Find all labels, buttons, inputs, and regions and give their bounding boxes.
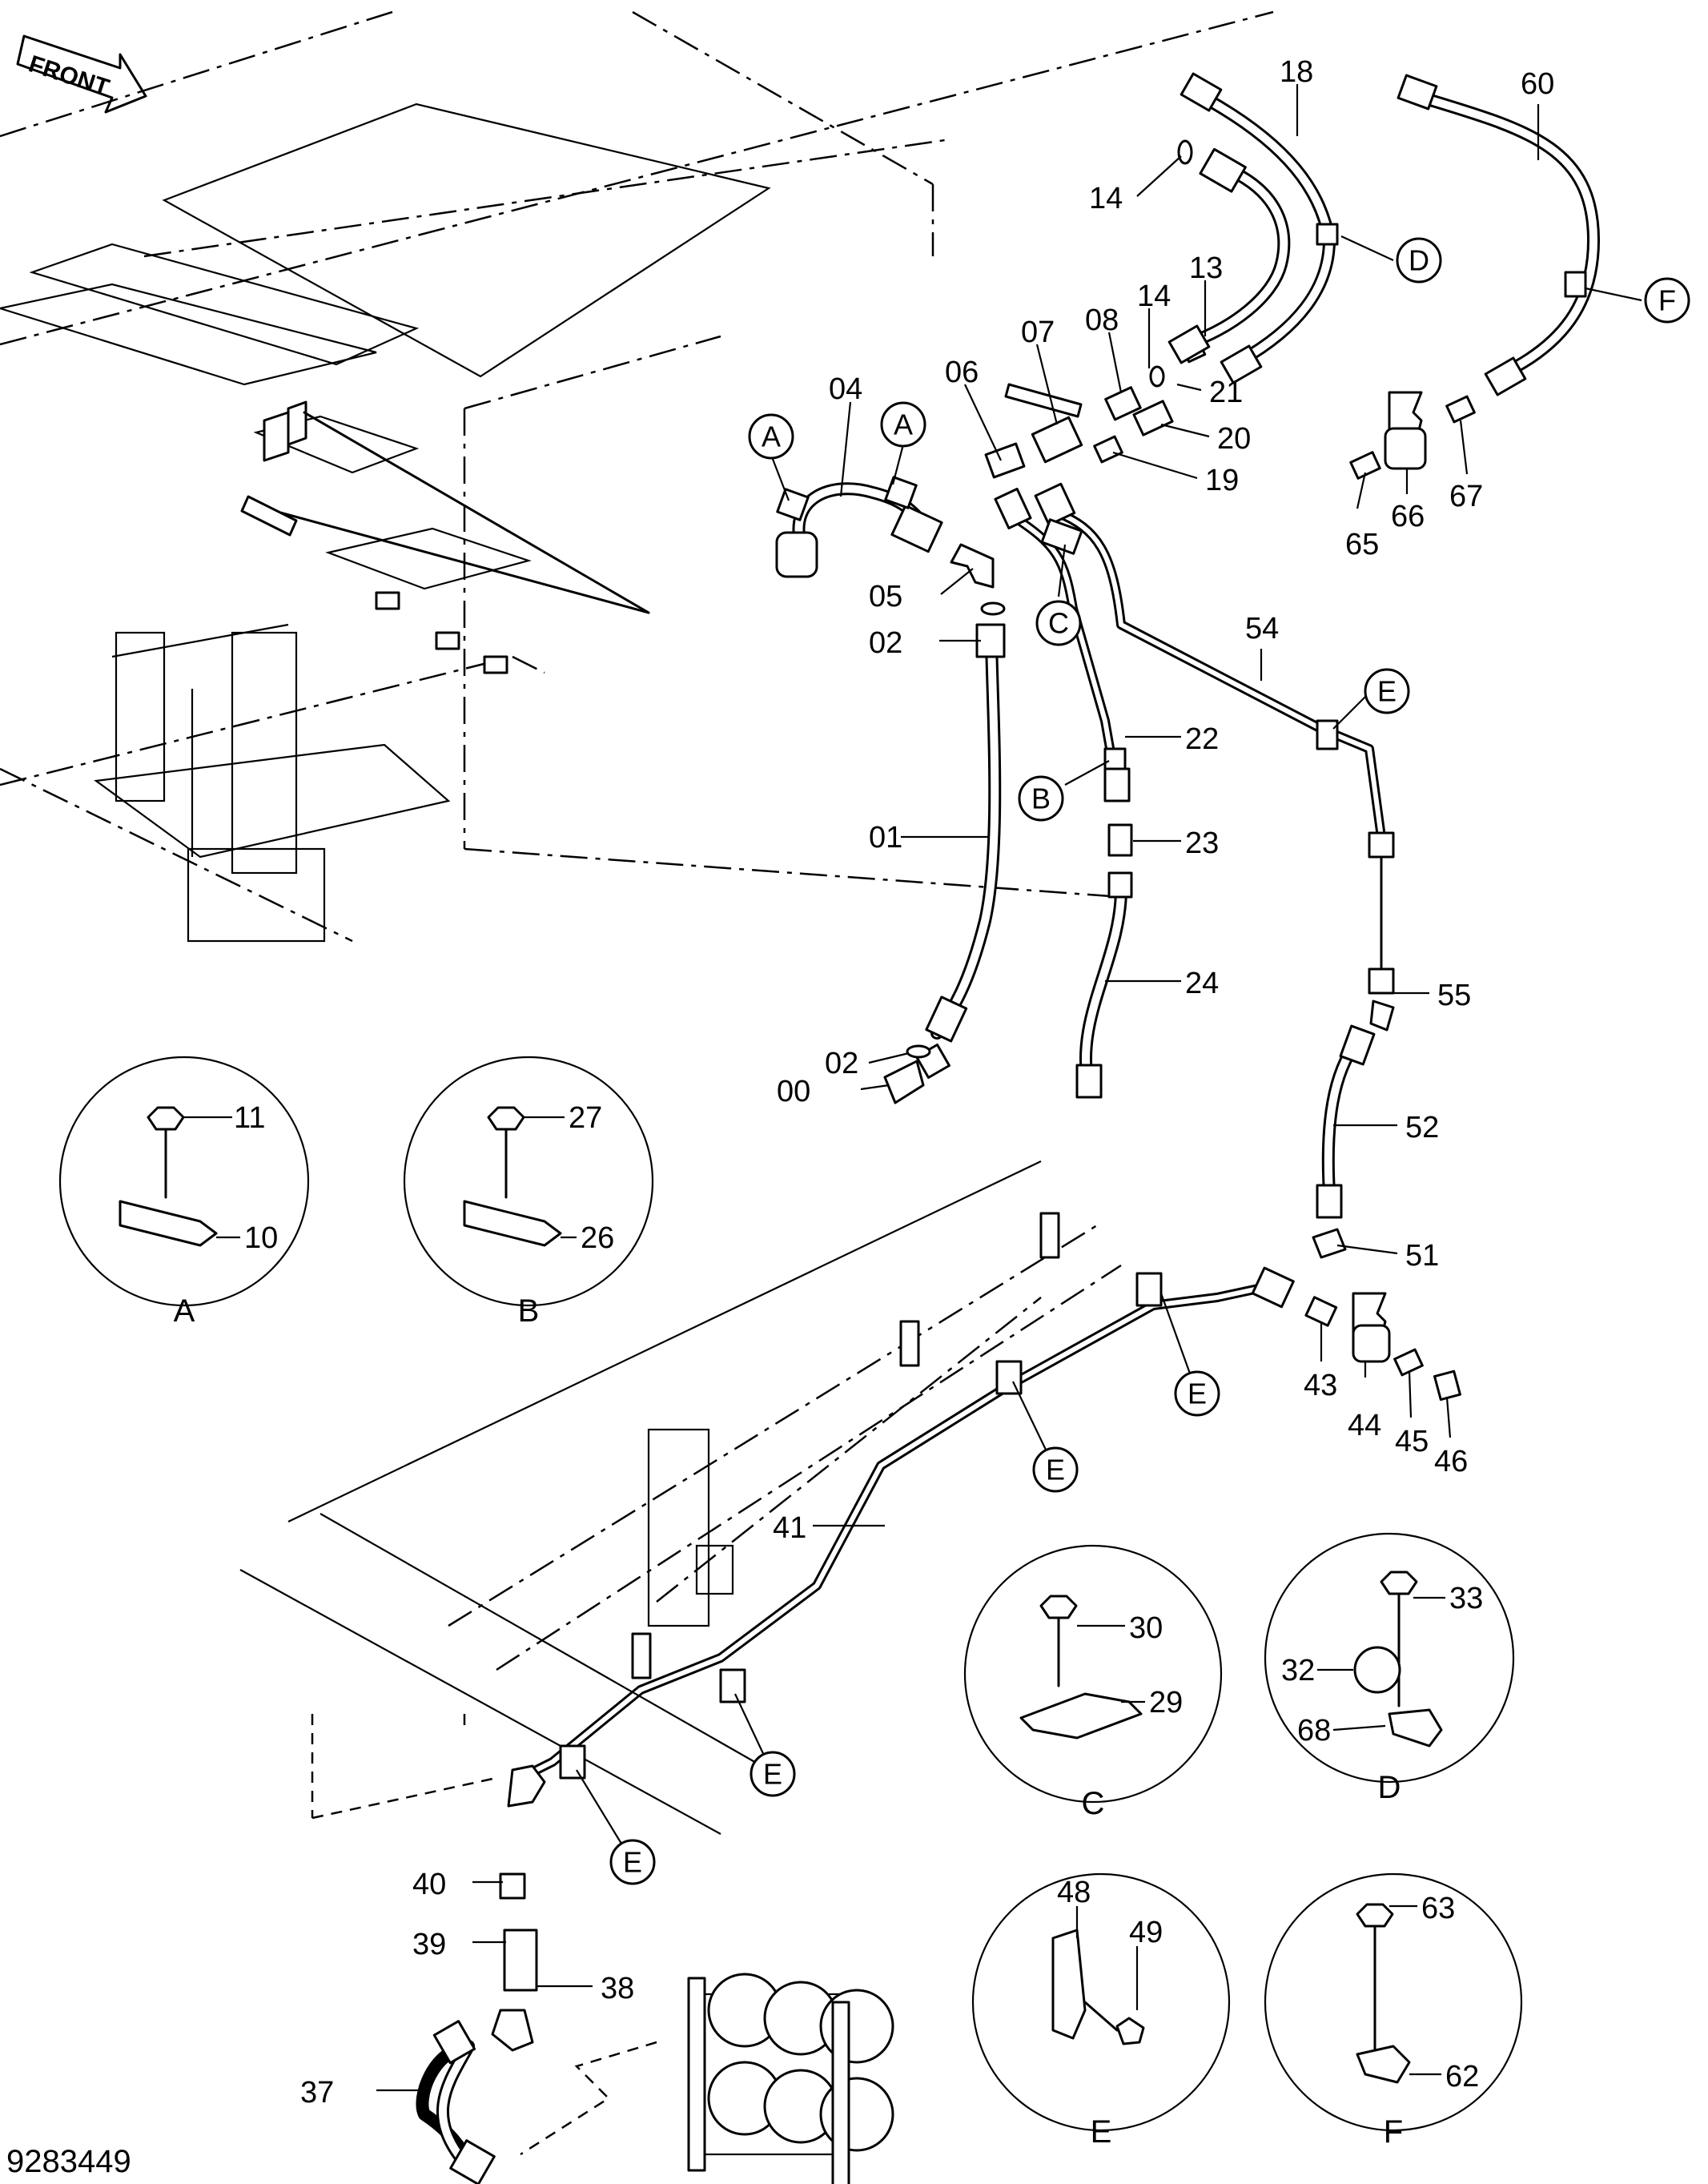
svg-text:E: E <box>763 1758 782 1791</box>
detail-f-caption: F <box>1384 2114 1403 2150</box>
fittings <box>432 72 1527 2184</box>
detail-e: 48 49 E <box>971 1872 1231 2150</box>
label-05: 05 <box>869 580 902 613</box>
upper-frame-structure <box>0 10 1274 943</box>
label-41: 41 <box>773 1511 806 1545</box>
label-04: 04 <box>829 372 862 406</box>
label-67: 67 <box>1449 480 1483 513</box>
label-14-lower: 14 <box>1137 280 1171 313</box>
detail-a-label-2: 10 <box>244 1221 278 1255</box>
bubble-c1: C <box>1035 600 1082 646</box>
detail-f: 63 62 F <box>1264 1872 1523 2150</box>
label-19: 19 <box>1205 464 1239 497</box>
detail-d-caption: D <box>1378 1770 1401 1805</box>
label-21: 21 <box>1209 376 1243 409</box>
label-13: 13 <box>1189 251 1223 285</box>
detail-f-label-2: 62 <box>1445 2060 1479 2094</box>
label-60: 60 <box>1521 67 1554 101</box>
label-55: 55 <box>1437 979 1471 1012</box>
label-65: 65 <box>1345 528 1379 561</box>
svg-text:B: B <box>1031 782 1051 815</box>
label-20: 20 <box>1217 422 1251 456</box>
detail-d-label-2: 32 <box>1281 1654 1315 1687</box>
svg-text:A: A <box>894 408 913 441</box>
label-00: 00 <box>777 1075 810 1108</box>
detail-d-label-1: 33 <box>1449 1582 1483 1615</box>
label-24: 24 <box>1185 967 1219 1000</box>
front-arrow: FRONT <box>16 34 147 114</box>
label-22: 22 <box>1185 722 1219 756</box>
svg-text:E: E <box>1046 1454 1065 1486</box>
detail-e-label-2: 49 <box>1129 1916 1163 1949</box>
bubble-e5: E <box>609 1839 656 1885</box>
detail-f-label-1: 63 <box>1421 1892 1455 1925</box>
svg-text:C: C <box>1048 607 1069 640</box>
clamps <box>559 223 1587 1780</box>
bubble-a1: A <box>748 413 794 460</box>
callout-labels: 04 06 07 08 14 13 18 60 14 21 20 19 65 6… <box>300 55 1554 2110</box>
label-44: 44 <box>1348 1409 1381 1442</box>
label-45: 45 <box>1395 1425 1429 1458</box>
svg-text:A: A <box>762 420 781 453</box>
detail-c-caption: C <box>1082 1786 1105 1821</box>
detail-c-label-2: 29 <box>1149 1686 1183 1719</box>
bubble-e3: E <box>1032 1446 1079 1493</box>
label-66: 66 <box>1391 500 1425 533</box>
label-43: 43 <box>1304 1369 1337 1402</box>
label-51: 51 <box>1405 1239 1439 1273</box>
label-37: 37 <box>300 2076 334 2110</box>
detail-d-label-3: 68 <box>1297 1714 1331 1748</box>
svg-text:D: D <box>1409 244 1429 277</box>
detail-a: 11 10 A <box>58 1056 310 1329</box>
bubble-a2: A <box>880 401 926 448</box>
label-18: 18 <box>1280 55 1313 89</box>
svg-text:F: F <box>1658 284 1676 317</box>
label-14-upper: 14 <box>1089 182 1123 215</box>
detail-b-label-2: 26 <box>581 1221 614 1255</box>
svg-text:E: E <box>1377 675 1397 708</box>
bubble-d1: D <box>1396 237 1442 284</box>
detail-c: 30 29 C <box>963 1544 1223 1821</box>
drawing-code: 9283449 <box>6 2144 131 2179</box>
accumulator-group <box>520 1973 894 2184</box>
label-02-lower: 02 <box>825 1047 858 1080</box>
label-40: 40 <box>412 1868 446 1901</box>
bubble-f1: F <box>1644 277 1690 324</box>
leader-lines <box>376 84 1540 2092</box>
detail-c-label-1: 30 <box>1129 1611 1163 1645</box>
label-07: 07 <box>1021 316 1055 349</box>
svg-text:E: E <box>623 1846 642 1879</box>
lower-frame-structure <box>239 1160 1122 2184</box>
detail-a-label-1: 11 <box>234 1101 265 1135</box>
bubble-e4: E <box>750 1751 796 1797</box>
bubble-b1: B <box>1018 775 1064 822</box>
bubble-e1: E <box>1364 668 1410 714</box>
label-06: 06 <box>945 356 979 389</box>
bubble-e2: E <box>1174 1370 1220 1417</box>
hoses-and-pipes <box>416 90 1600 2169</box>
detail-d: 33 32 68 D <box>1264 1532 1515 1805</box>
detail-b: 27 26 B <box>403 1056 654 1329</box>
label-38: 38 <box>601 1972 634 2005</box>
svg-text:E: E <box>1188 1378 1207 1410</box>
label-23: 23 <box>1185 827 1219 860</box>
label-39: 39 <box>412 1928 446 1961</box>
detail-a-caption: A <box>174 1293 195 1329</box>
detail-e-label-1: 48 <box>1057 1876 1091 1909</box>
label-54: 54 <box>1245 612 1279 646</box>
label-02-upper: 02 <box>869 626 902 660</box>
label-01: 01 <box>869 821 902 855</box>
reference-bubbles: A A C B D F E E E E E <box>576 235 1690 1885</box>
detail-b-label-1: 27 <box>569 1101 602 1135</box>
detail-b-caption: B <box>518 1293 540 1329</box>
label-46: 46 <box>1434 1445 1468 1478</box>
label-52: 52 <box>1405 1111 1439 1144</box>
label-08: 08 <box>1085 304 1119 337</box>
detail-e-caption: E <box>1091 2114 1112 2150</box>
